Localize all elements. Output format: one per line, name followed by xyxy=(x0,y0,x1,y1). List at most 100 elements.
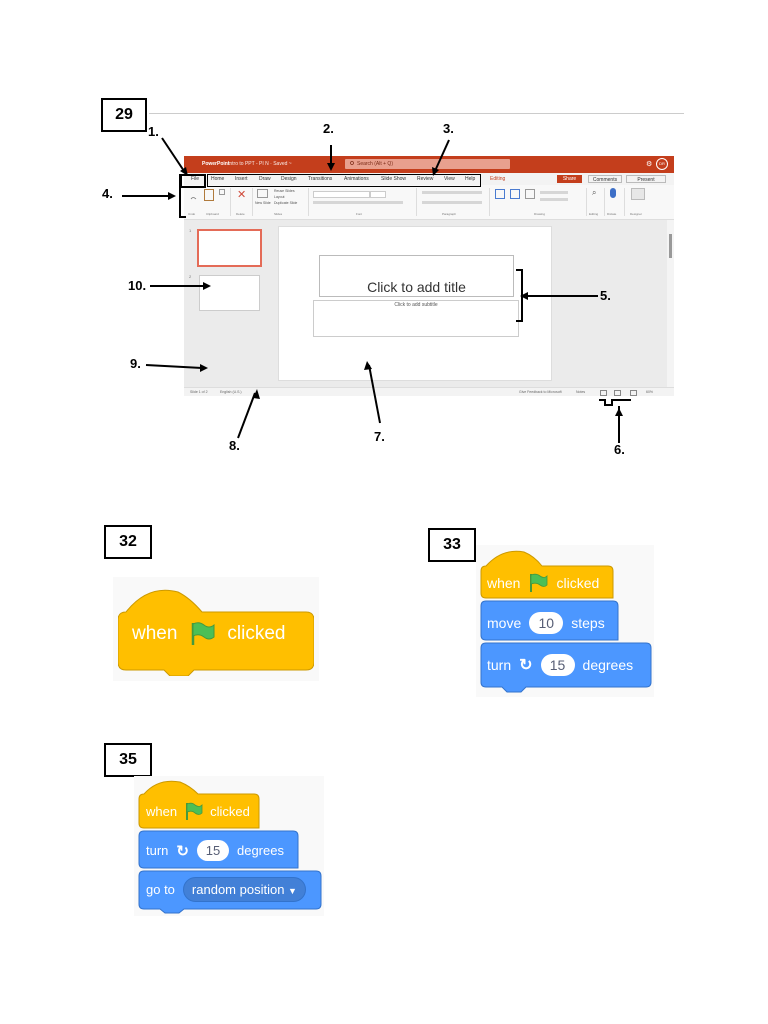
tab-draw[interactable]: Draw xyxy=(259,176,271,182)
tabs-highlight xyxy=(207,174,481,187)
callout-10: 10. xyxy=(128,278,147,293)
slide-thumbnail-2[interactable] xyxy=(199,275,260,311)
reading-view-icon[interactable] xyxy=(630,390,637,396)
normal-view-icon[interactable] xyxy=(600,390,607,396)
callout-5: 5. xyxy=(600,288,611,303)
status-feedback[interactable]: Give Feedback to Microsoft xyxy=(519,390,562,394)
status-zoom[interactable]: 60% xyxy=(646,390,654,394)
tab-insert[interactable]: Insert xyxy=(235,176,248,182)
block-label-steps: steps xyxy=(571,615,605,631)
when-flag-clicked-block[interactable]: when clicked xyxy=(132,621,286,647)
callout-2: 2. xyxy=(323,121,334,136)
reuse-slides[interactable]: Reuse Slides xyxy=(274,189,295,193)
block-label-move: move xyxy=(487,615,522,631)
status-slide-count: Slide 1 of 2 xyxy=(190,390,208,394)
callout-1: 1. xyxy=(148,124,159,139)
status-notes[interactable]: Notes xyxy=(576,390,586,394)
when-flag-clicked-block[interactable]: when clicked xyxy=(146,802,250,821)
tab-design[interactable]: Design xyxy=(281,176,297,182)
font-format-row[interactable] xyxy=(313,201,403,204)
shape-outline[interactable] xyxy=(540,198,568,201)
search-placeholder: Search (Alt + Q) xyxy=(357,161,393,167)
present-button[interactable]: Present xyxy=(626,175,666,183)
group-label-dictate: Dictate xyxy=(607,212,617,216)
arrange-icon[interactable] xyxy=(510,189,520,199)
microphone-icon[interactable] xyxy=(610,188,616,198)
scratch-workspace: when clicked turn ↻ 15 degrees go to ran… xyxy=(134,776,324,916)
app-name: PowerPoint xyxy=(202,161,230,167)
go-to-block[interactable]: go to random position ▼ xyxy=(146,877,306,902)
when-flag-clicked-block[interactable]: when clicked xyxy=(487,573,599,593)
font-size-field[interactable] xyxy=(370,191,386,198)
group-label-clipboard: Clipboard xyxy=(206,212,219,216)
green-flag-icon xyxy=(530,573,548,592)
group-label-undo: Undo xyxy=(188,212,196,216)
designer-icon[interactable] xyxy=(631,188,645,200)
tab-file[interactable]: File xyxy=(191,176,200,182)
turn-degrees-input[interactable]: 15 xyxy=(196,840,229,861)
slide-canvas[interactable]: Click to add title Click to add subtitle xyxy=(278,226,552,381)
subtitle-placeholder[interactable]: Click to add subtitle xyxy=(313,300,519,337)
turn-degrees-block[interactable]: turn ↻ 15 degrees xyxy=(146,840,284,861)
block-label-go-to: go to xyxy=(146,882,175,897)
divider xyxy=(416,188,417,216)
paste-icon[interactable] xyxy=(204,189,214,201)
paragraph-row-2[interactable] xyxy=(422,201,482,204)
share-button[interactable]: Share xyxy=(557,175,582,183)
shapes-icon[interactable] xyxy=(495,189,505,199)
powerpoint-window: PowerPoint Intro to PPT - PI N · Saved ~… xyxy=(184,156,674,396)
tab-animations[interactable]: Animations xyxy=(344,176,369,182)
status-language[interactable]: English (U.S.) xyxy=(220,390,242,394)
divider xyxy=(586,188,587,216)
tab-help[interactable]: Help xyxy=(465,176,476,182)
tab-slide-show[interactable]: Slide Show xyxy=(381,176,407,182)
ribbon-tabs: File Home Insert Draw Design Transitions… xyxy=(184,173,674,185)
move-steps-block[interactable]: move 10 steps xyxy=(487,612,605,634)
avatar[interactable]: DR xyxy=(656,158,668,170)
undo-icon[interactable] xyxy=(189,190,197,200)
title-placeholder[interactable]: Click to add title xyxy=(319,255,514,297)
go-to-dropdown[interactable]: random position ▼ xyxy=(182,877,306,902)
find-icon[interactable]: ⌕ xyxy=(592,188,597,197)
block-label-clicked: clicked xyxy=(210,804,250,819)
rotate-clockwise-icon: ↻ xyxy=(176,842,189,860)
scrollbar-thumb[interactable] xyxy=(669,234,672,258)
scratch-workspace: when clicked xyxy=(113,577,319,681)
search-box[interactable]: Search (Alt + Q) xyxy=(345,159,510,169)
group-label-delete: Delete xyxy=(236,212,245,216)
question-number-text: 32 xyxy=(119,533,137,550)
delete-icon[interactable]: ✕ xyxy=(237,189,247,201)
callout-4: 4. xyxy=(102,186,113,201)
tab-view[interactable]: View xyxy=(444,176,455,182)
comments-button[interactable]: Comments xyxy=(588,175,622,183)
document-title[interactable]: Intro to PPT - PI N · Saved ~ xyxy=(228,161,292,167)
tab-transitions[interactable]: Transitions xyxy=(308,176,333,182)
tab-review[interactable]: Review xyxy=(417,176,434,182)
turn-degrees-block[interactable]: turn ↻ 15 degrees xyxy=(487,654,633,676)
settings-icon[interactable]: ⚙ xyxy=(646,161,653,168)
new-slide-label[interactable]: New Slide xyxy=(255,201,271,205)
font-name-field[interactable] xyxy=(313,191,370,198)
duplicate-slide[interactable]: Duplicate Slide xyxy=(274,201,298,205)
divider xyxy=(489,188,490,216)
block-label-degrees: degrees xyxy=(582,657,634,673)
search-icon xyxy=(350,161,354,165)
scratch-workspace: when clicked move 10 steps turn ↻ 15 deg… xyxy=(476,545,654,697)
editing-mode[interactable]: Editing xyxy=(490,176,506,182)
shape-fill[interactable] xyxy=(540,191,568,194)
tab-home[interactable]: Home xyxy=(211,176,225,182)
paragraph-row-1[interactable] xyxy=(422,191,482,194)
layout-button[interactable]: Layout xyxy=(274,195,285,199)
new-slide-icon[interactable] xyxy=(257,189,268,198)
thumb-number: 2 xyxy=(189,274,192,279)
slide-sorter-icon[interactable] xyxy=(614,390,621,396)
vertical-scrollbar[interactable] xyxy=(667,220,674,387)
turn-degrees-input[interactable]: 15 xyxy=(540,654,575,676)
divider xyxy=(230,188,231,216)
copy-icon[interactable] xyxy=(219,189,225,195)
ribbon: ✕ New Slide Reuse Slides Layout Duplicat… xyxy=(184,185,674,220)
slide-thumbnail-1[interactable] xyxy=(197,229,262,267)
move-steps-input[interactable]: 10 xyxy=(529,612,564,634)
quick-styles-icon[interactable] xyxy=(525,189,535,199)
callout-6: 6. xyxy=(614,442,625,457)
